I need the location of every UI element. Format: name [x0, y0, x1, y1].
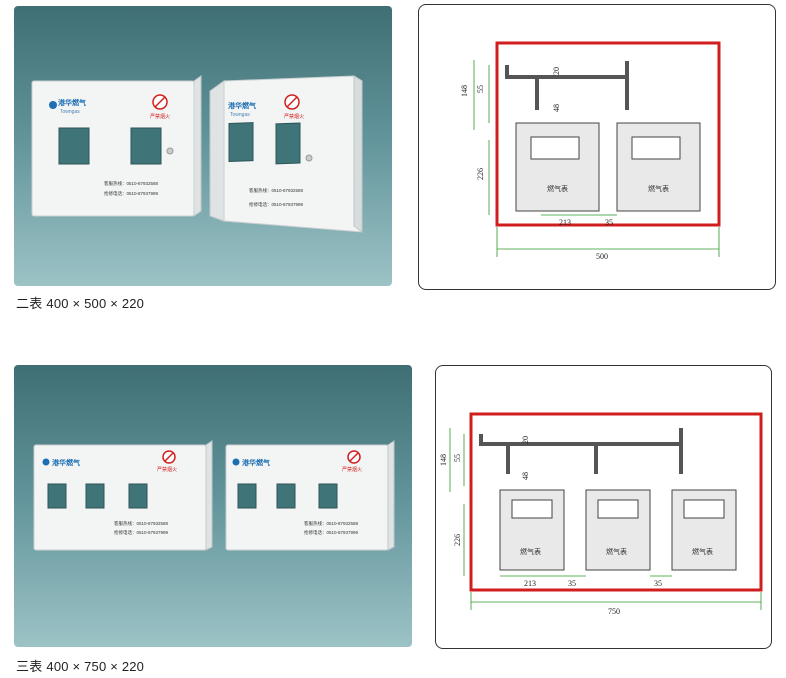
dim-20: 20 — [552, 67, 561, 75]
technical-drawing-three-meter: 燃气表 燃气表 燃气表 148 55 20 48 226 213 35 35 7… — [435, 365, 772, 649]
meter-label-3c: 燃气表 — [692, 547, 713, 556]
hotline-text-4: 客服热线：0510-87932588 — [304, 520, 359, 527]
dim-55-3: 55 — [453, 454, 462, 462]
hotline-text-3: 客服热线：0510-87932588 — [114, 520, 169, 527]
dim-48: 48 — [552, 104, 561, 112]
dim-48-3: 48 — [521, 472, 530, 480]
repair-phone-text-4: 抢修电话：0510-87937999 — [304, 529, 359, 536]
warning-text-2: 严禁烟火 — [284, 113, 304, 120]
dim-226: 226 — [476, 168, 485, 180]
brand-logo-text-4: 港华燃气 — [242, 458, 270, 467]
meter-label: 燃气表 — [547, 184, 568, 193]
dim-35-3a: 35 — [568, 579, 576, 588]
technical-drawing-two-meter: 燃气表 燃气表 148 55 20 48 226 213 35 500 — [418, 4, 776, 290]
dimension-diagram-3: 燃气表 燃气表 燃气表 148 55 20 48 226 213 35 35 7… — [439, 412, 763, 616]
meter-boxes-illustration: 港华燃气 Towngas 严禁烟火 客服热线：0510-87932588 抢修电… — [31, 75, 363, 233]
hotline-text: 客服热线：0510-87932588 — [104, 180, 159, 187]
dim-20-3: 20 — [521, 436, 530, 444]
dim-total: 500 — [596, 252, 608, 261]
product-photo-two-meter: 港华燃气 Towngas 严禁烟火 客服热线：0510-87932588 抢修电… — [14, 6, 392, 286]
brand-logo-en: Towngas — [60, 109, 80, 115]
hotline-text-2: 客服热线：0510-87932588 — [249, 187, 304, 194]
warning-text-4: 严禁烟火 — [342, 466, 362, 473]
caption-name-3: 三表 — [16, 659, 43, 674]
caption-name: 二表 — [16, 296, 43, 311]
box-outline — [495, 41, 721, 227]
brand-logo-text-2: 港华燃气 — [228, 101, 256, 110]
gas-meter-1 — [515, 122, 600, 212]
dim-148-3: 148 — [439, 454, 448, 466]
dim-35-3b: 35 — [654, 579, 662, 588]
gas-meter-2 — [616, 122, 701, 212]
meter-label-3a: 燃气表 — [520, 547, 541, 556]
repair-phone-text-2: 抢修电话：0510-87937999 — [249, 201, 304, 208]
warning-text-3: 严禁烟火 — [157, 466, 177, 473]
dim-226-3: 226 — [453, 534, 462, 546]
gas-meter-3c — [671, 489, 737, 571]
dim-35: 35 — [605, 218, 613, 227]
meter-label-3b: 燃气表 — [606, 547, 627, 556]
product-photo-three-meter: 港华燃气 严禁烟火 客服热线：0510-87932588 抢修电话：0510-8… — [14, 365, 412, 647]
caption-dimensions: 400 × 500 × 220 — [46, 296, 145, 311]
caption-dimensions-3: 400 × 750 × 220 — [46, 659, 145, 674]
dimension-diagram: 燃气表 燃气表 148 55 20 48 226 213 35 500 — [460, 41, 721, 261]
dim-55: 55 — [476, 85, 485, 93]
repair-phone-text: 抢修电话：0510-87937999 — [104, 190, 159, 197]
meter-boxes-illustration-3: 港华燃气 严禁烟火 客服热线：0510-87932588 抢修电话：0510-8… — [33, 440, 395, 551]
brand-logo-text-3: 港华燃气 — [52, 458, 80, 467]
dim-213-3: 213 — [524, 579, 536, 588]
brand-logo-text: 港华燃气 — [58, 98, 86, 107]
meter-label-2: 燃气表 — [648, 184, 669, 193]
warning-text: 严禁烟火 — [150, 113, 170, 120]
dim-213: 213 — [559, 218, 571, 227]
repair-phone-text-3: 抢修电话：0510-87937999 — [114, 529, 169, 536]
dim-148: 148 — [460, 85, 469, 97]
box-outline-3 — [469, 412, 763, 592]
brand-logo-en-2: Towngas — [230, 112, 250, 118]
dim-total-3: 750 — [608, 607, 620, 616]
